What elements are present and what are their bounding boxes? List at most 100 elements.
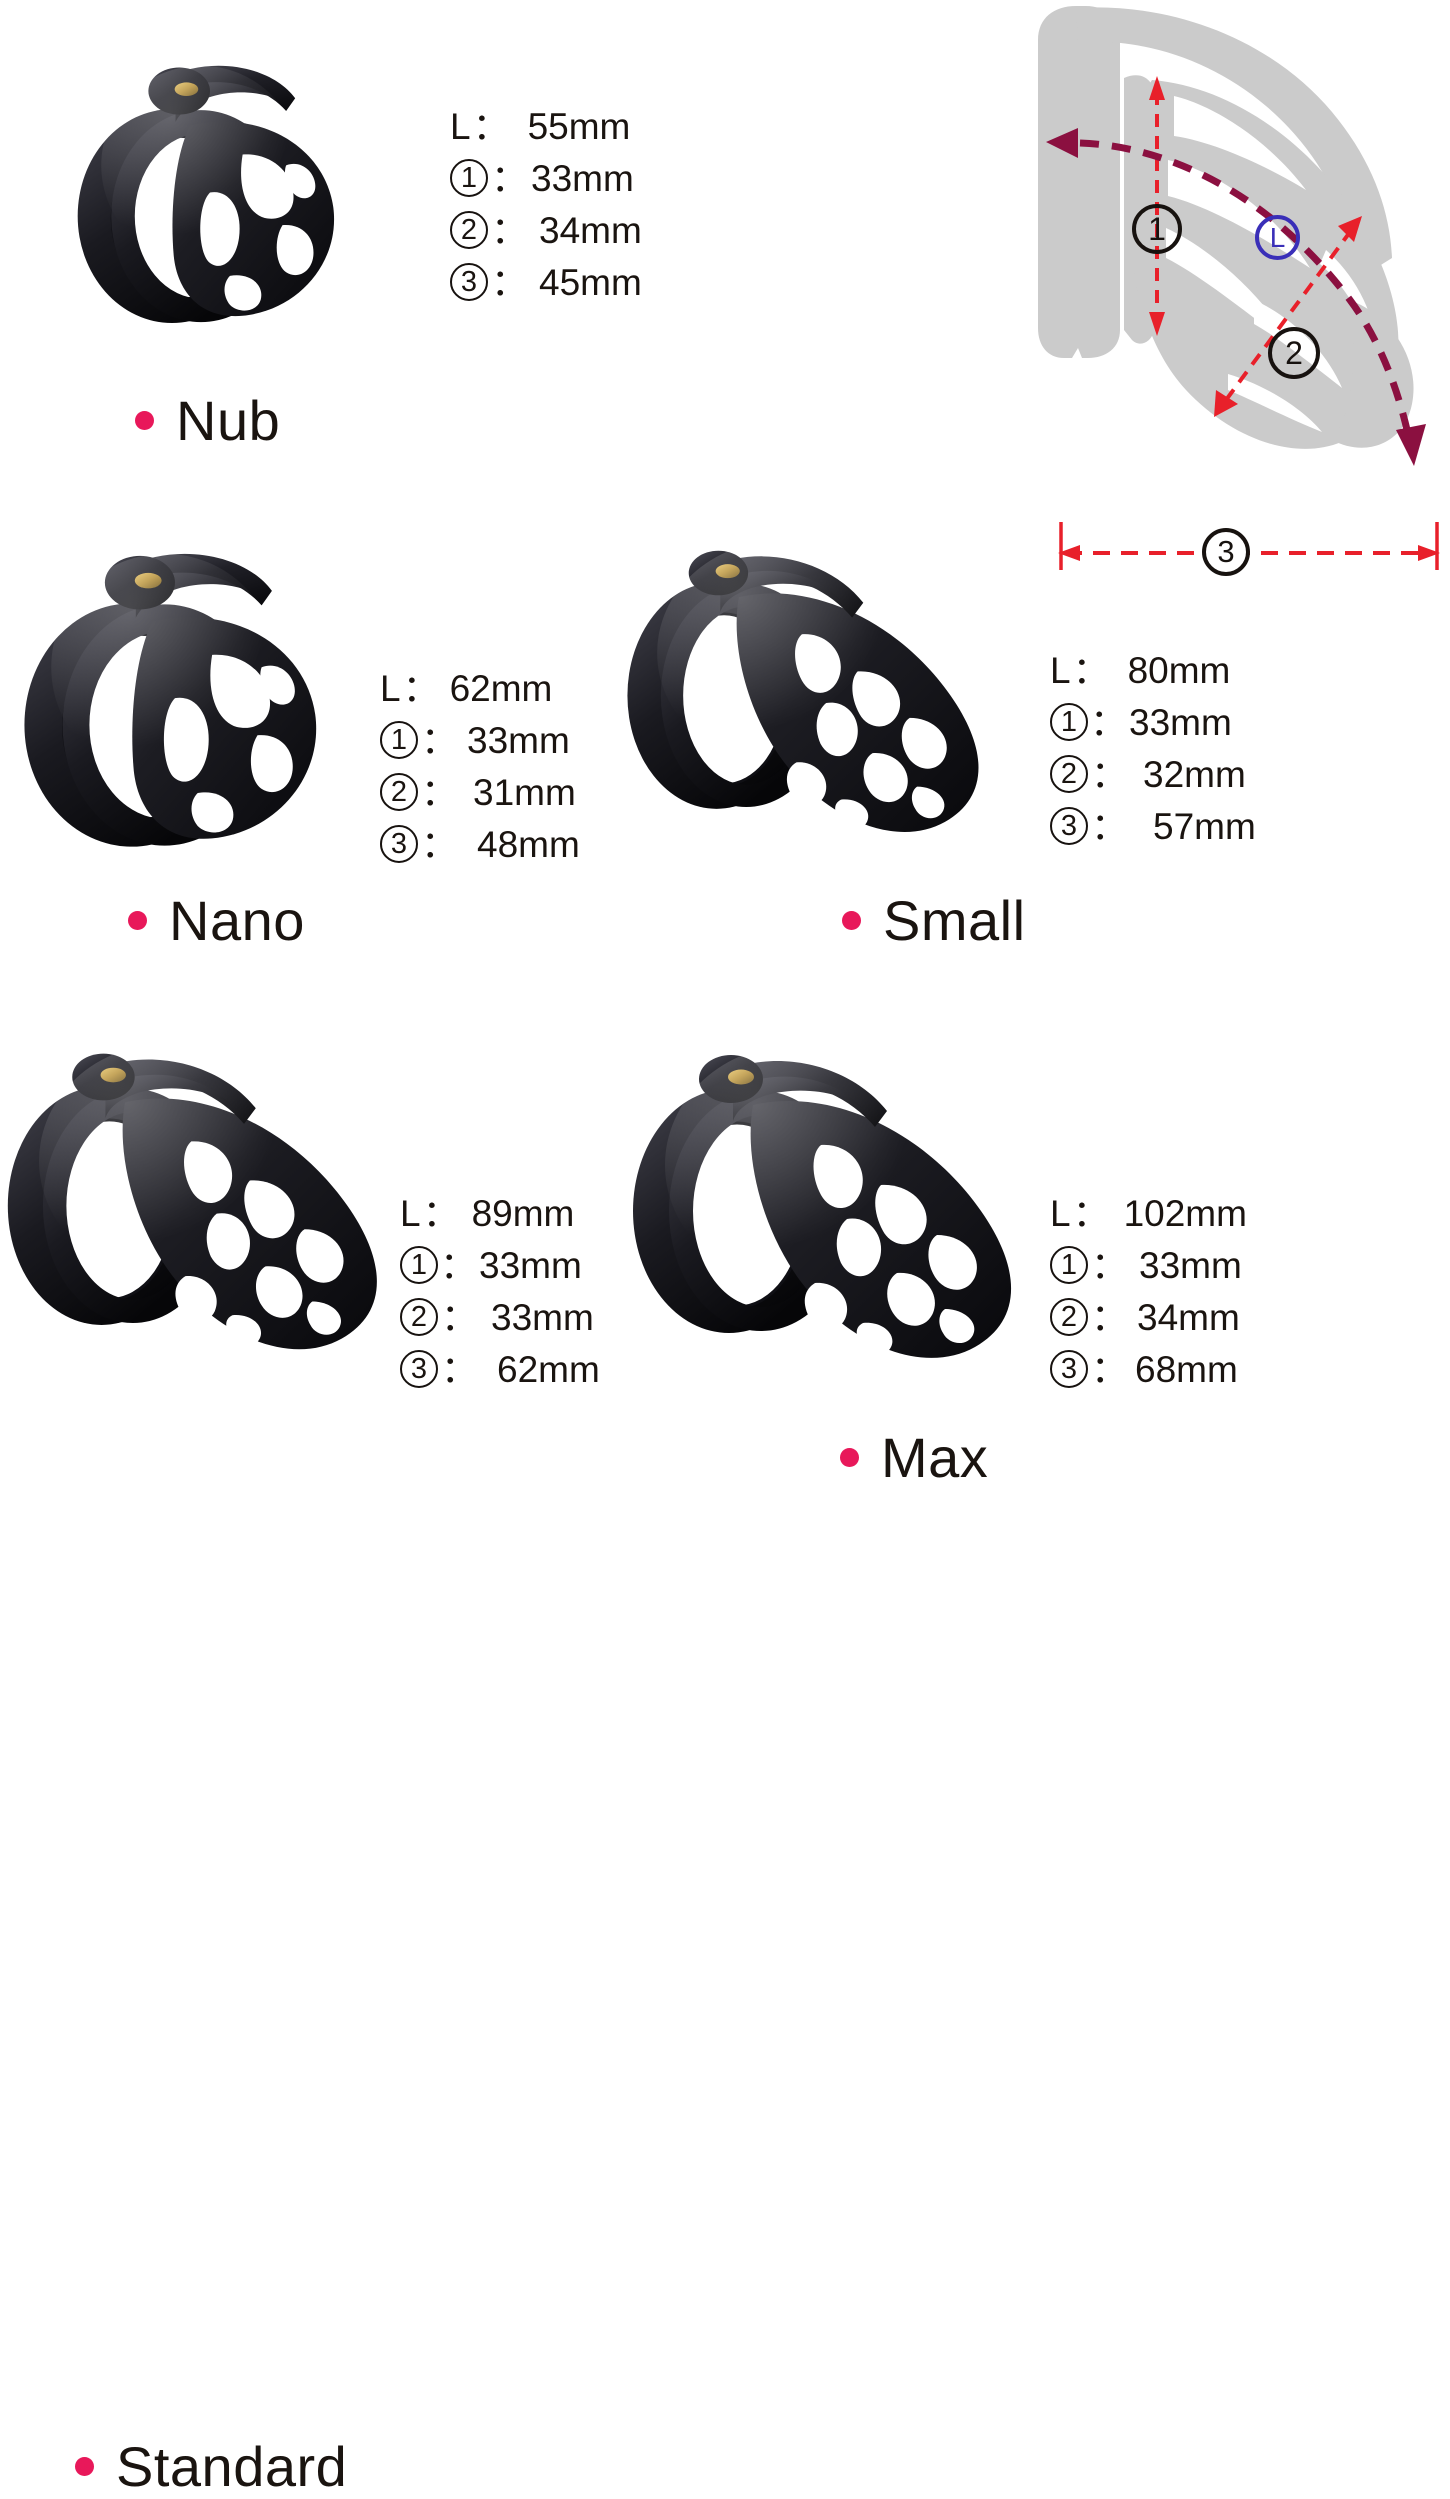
spec-colon: ： bbox=[440, 1244, 477, 1286]
device-silhouette bbox=[1038, 6, 1414, 449]
spec-value-dim3: 68mm bbox=[1135, 1348, 1238, 1390]
product-photo-max bbox=[625, 1000, 1045, 1410]
dimension-3-arrow-right bbox=[1418, 545, 1440, 561]
spec-value-dim2: 31mm bbox=[473, 771, 576, 813]
dimension-L-curve bbox=[1079, 139, 1412, 435]
spec-colon: ： bbox=[491, 261, 528, 303]
spec-value-dim2: 34mm bbox=[539, 209, 642, 251]
spec-colon: ： bbox=[1072, 650, 1110, 691]
variant-name-max: Max bbox=[840, 1425, 988, 1490]
spec-colon: ： bbox=[491, 209, 528, 251]
spec-key-dim2: 2 bbox=[380, 773, 418, 811]
spec-list-nano: L ： 62mm 1 ： 33mm 2 ： 31mm 3 ： 48mm bbox=[380, 670, 580, 877]
spec-row-dim1: 1 ： 33mm bbox=[1050, 703, 1256, 741]
spec-value-dim3: 45mm bbox=[539, 261, 642, 303]
spec-colon: ： bbox=[441, 1348, 478, 1390]
variant-label: Nub bbox=[176, 389, 281, 452]
spec-value-dim1: 33mm bbox=[531, 157, 634, 199]
spec-list-max: L ： 102mm 1 ： 33mm 2 ： 34mm 3 ： 68mm bbox=[1050, 1195, 1247, 1402]
spec-row-dim1: 1 ： 33mm bbox=[380, 721, 580, 759]
spec-value-dim1: 33mm bbox=[479, 1244, 582, 1286]
spec-value-dim1: 33mm bbox=[1129, 701, 1232, 743]
spec-value-length: 62mm bbox=[449, 668, 553, 709]
spec-value-length: 89mm bbox=[471, 1193, 575, 1234]
bullet-icon bbox=[840, 1448, 859, 1467]
spec-colon: ： bbox=[472, 106, 510, 147]
spec-colon: ： bbox=[1091, 1296, 1128, 1338]
spec-key-length: L bbox=[400, 1193, 421, 1234]
spec-row-dim2: 2 ： 33mm bbox=[400, 1298, 600, 1336]
variant-name-standard: Standard bbox=[75, 2434, 347, 2499]
variant-card-nano: L ： 62mm 1 ： 33mm 2 ： 31mm 3 ： 48mm Nano bbox=[0, 490, 640, 980]
spec-row-length: L ： 62mm bbox=[380, 670, 580, 707]
spec-key-dim1: 1 bbox=[450, 159, 488, 197]
dimension-2 bbox=[1224, 230, 1352, 402]
spec-colon: ： bbox=[421, 719, 458, 761]
variant-name-nub: Nub bbox=[135, 388, 280, 453]
spec-row-dim3: 3 ： 68mm bbox=[1050, 1350, 1247, 1388]
spec-row-length: L ： 80mm bbox=[1050, 652, 1256, 689]
dimension-2-arrow-upper bbox=[1338, 216, 1362, 242]
spec-list-small: L ： 80mm 1 ： 33mm 2 ： 32mm 3 ： 57mm bbox=[1050, 652, 1256, 859]
dimension-3 bbox=[1059, 522, 1439, 570]
spec-colon: ： bbox=[1091, 1348, 1128, 1390]
measurement-diagram: 1 2 3 L bbox=[1020, 0, 1450, 600]
spec-key-dim3: 3 bbox=[1050, 1350, 1088, 1388]
spec-value-dim1: 33mm bbox=[467, 719, 570, 761]
spec-row-dim2: 2 ： 34mm bbox=[450, 211, 642, 249]
diagram-marker-2: 2 bbox=[1268, 327, 1320, 379]
variant-card-nub: L ： 55mm 1 ： 33mm 2 ： 34mm 3 ： 45mm Nub bbox=[0, 0, 700, 480]
dimension-L-arrow-right bbox=[1396, 424, 1426, 466]
spec-key-dim2: 2 bbox=[400, 1298, 438, 1336]
spec-list-standard: L ： 89mm 1 ： 33mm 2 ： 33mm 3 ： 62mm bbox=[400, 1195, 600, 1402]
spec-key-dim3: 3 bbox=[400, 1350, 438, 1388]
spec-colon: ： bbox=[402, 668, 440, 709]
variant-label: Nano bbox=[169, 889, 305, 952]
spec-value-dim2: 32mm bbox=[1143, 753, 1246, 795]
spec-key-dim1: 1 bbox=[400, 1246, 438, 1284]
dimension-2-arrow-lower bbox=[1214, 390, 1238, 417]
variant-card-standard: L ： 89mm 1 ： 33mm 2 ： 33mm 3 ： 62mm Stan… bbox=[0, 995, 640, 2498]
spec-key-length: L bbox=[450, 106, 471, 147]
diagram-marker-3: 3 bbox=[1202, 528, 1250, 576]
spec-value-dim2: 33mm bbox=[491, 1296, 594, 1338]
spec-list-nub: L ： 55mm 1 ： 33mm 2 ： 34mm 3 ： 45mm bbox=[450, 108, 642, 315]
spec-colon: ： bbox=[1091, 1244, 1128, 1286]
spec-key-dim3: 3 bbox=[380, 825, 418, 863]
bullet-icon bbox=[842, 911, 861, 930]
dimension-1-arrow-up bbox=[1149, 76, 1165, 100]
spec-value-dim3: 48mm bbox=[477, 823, 580, 865]
spec-colon: ： bbox=[1090, 701, 1127, 743]
dimension-1-arrow-down bbox=[1149, 312, 1165, 336]
variant-label: Small bbox=[883, 889, 1026, 952]
variant-card-max: L ： 102mm 1 ： 33mm 2 ： 34mm 3 ： 68mm Max bbox=[615, 995, 1450, 1500]
variant-label: Max bbox=[881, 1426, 989, 1489]
spec-colon: ： bbox=[421, 823, 458, 865]
diagram-marker-L: L bbox=[1255, 215, 1300, 260]
variant-label: Standard bbox=[116, 2435, 348, 2498]
spec-colon: ： bbox=[441, 1296, 478, 1338]
variant-name-nano: Nano bbox=[128, 888, 305, 953]
spec-value-length: 55mm bbox=[527, 106, 631, 147]
dimension-3-arrow-left bbox=[1058, 545, 1080, 561]
spec-key-length: L bbox=[1050, 650, 1071, 691]
bullet-icon bbox=[75, 2457, 94, 2476]
spec-key-dim3: 3 bbox=[450, 263, 488, 301]
spec-key-dim1: 1 bbox=[1050, 703, 1088, 741]
spec-colon: ： bbox=[1091, 805, 1128, 847]
spec-colon: ： bbox=[422, 1193, 460, 1234]
spec-row-dim2: 2 ： 34mm bbox=[1050, 1298, 1247, 1336]
product-photo-nano bbox=[10, 498, 340, 888]
product-photo-standard bbox=[0, 1000, 410, 1400]
spec-value-length: 80mm bbox=[1127, 650, 1231, 691]
spec-value-length: 102mm bbox=[1123, 1193, 1247, 1234]
spec-row-dim3: 3 ： 62mm bbox=[400, 1350, 600, 1388]
spec-key-dim2: 2 bbox=[1050, 1298, 1088, 1336]
spec-key-dim1: 1 bbox=[380, 721, 418, 759]
spec-value-dim2: 34mm bbox=[1137, 1296, 1240, 1338]
diagram-marker-1: 1 bbox=[1132, 204, 1182, 254]
spec-value-dim3: 57mm bbox=[1153, 805, 1256, 847]
spec-row-length: L ： 55mm bbox=[450, 108, 642, 145]
spec-colon: ： bbox=[1072, 1193, 1110, 1234]
spec-row-dim2: 2 ： 31mm bbox=[380, 773, 580, 811]
